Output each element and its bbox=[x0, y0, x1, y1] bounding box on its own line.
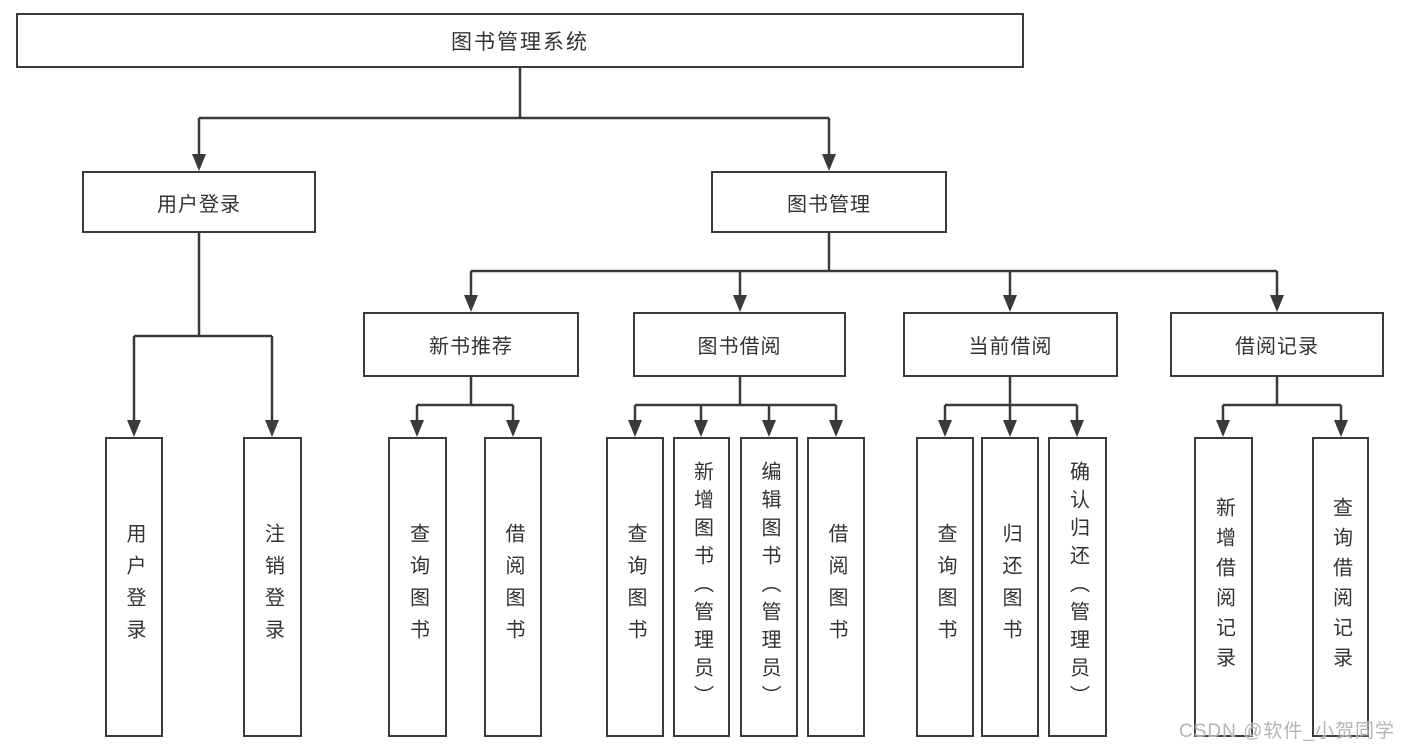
leaf-logout: 注销登录 bbox=[243, 437, 302, 737]
leaf-cb-confirm-return-admin-label: 确认归还（管理员） bbox=[1066, 461, 1089, 713]
leaf-logout-label: 注销登录 bbox=[261, 523, 284, 651]
node-borrow-record: 借阅记录 bbox=[1170, 312, 1384, 377]
node-book-borrow: 图书借阅 bbox=[633, 312, 846, 377]
leaf-cb-return-book: 归还图书 bbox=[981, 437, 1039, 737]
leaf-bb-add-book-admin: 新增图书（管理员） bbox=[673, 437, 730, 737]
leaf-br-add-record-label: 新增借阅记录 bbox=[1212, 497, 1235, 677]
leaf-br-add-record: 新增借阅记录 bbox=[1194, 437, 1253, 737]
node-root-label: 图书管理系统 bbox=[451, 30, 589, 54]
node-current-borrow-label: 当前借阅 bbox=[968, 336, 1053, 358]
node-new-book-recommend: 新书推荐 bbox=[363, 312, 579, 377]
leaf-nb-query-book-label: 查询图书 bbox=[406, 523, 429, 651]
leaf-bb-query-book: 查询图书 bbox=[606, 437, 664, 737]
leaf-bb-edit-book-admin-label: 编辑图书（管理员） bbox=[758, 461, 780, 713]
leaf-bb-borrow-book: 借阅图书 bbox=[807, 437, 865, 737]
node-user-login: 用户登录 bbox=[82, 171, 316, 233]
node-book-borrow-label: 图书借阅 bbox=[697, 336, 782, 358]
node-new-book-recommend-label: 新书推荐 bbox=[429, 336, 513, 358]
leaf-bb-edit-book-admin: 编辑图书（管理员） bbox=[740, 437, 798, 737]
leaf-br-query-record-label: 查询借阅记录 bbox=[1329, 497, 1352, 677]
node-book-management: 图书管理 bbox=[711, 171, 947, 233]
node-current-borrow: 当前借阅 bbox=[903, 312, 1118, 377]
node-book-management-label: 图书管理 bbox=[787, 193, 871, 216]
leaf-bb-query-book-label: 查询图书 bbox=[624, 523, 646, 651]
node-borrow-record-label: 借阅记录 bbox=[1235, 336, 1319, 358]
leaf-nb-query-book: 查询图书 bbox=[388, 437, 447, 737]
csdn-watermark: CSDN @软件_小贺同学 bbox=[1179, 721, 1395, 742]
leaf-cb-confirm-return-admin: 确认归还（管理员） bbox=[1048, 437, 1107, 737]
leaf-cb-query-book-label: 查询图书 bbox=[934, 523, 956, 651]
leaf-user-login: 用户登录 bbox=[105, 437, 163, 737]
leaf-user-login-label: 用户登录 bbox=[123, 523, 145, 651]
leaf-nb-borrow-book-label: 借阅图书 bbox=[502, 523, 524, 651]
leaf-bb-borrow-book-label: 借阅图书 bbox=[825, 523, 847, 651]
leaf-bb-add-book-admin-label: 新增图书（管理员） bbox=[690, 461, 713, 713]
leaf-cb-query-book: 查询图书 bbox=[916, 437, 974, 737]
node-user-login-label: 用户登录 bbox=[157, 193, 241, 216]
leaf-nb-borrow-book: 借阅图书 bbox=[484, 437, 542, 737]
leaf-cb-return-book-label: 归还图书 bbox=[999, 523, 1021, 651]
leaf-br-query-record: 查询借阅记录 bbox=[1312, 437, 1369, 737]
node-root: 图书管理系统 bbox=[16, 13, 1024, 68]
